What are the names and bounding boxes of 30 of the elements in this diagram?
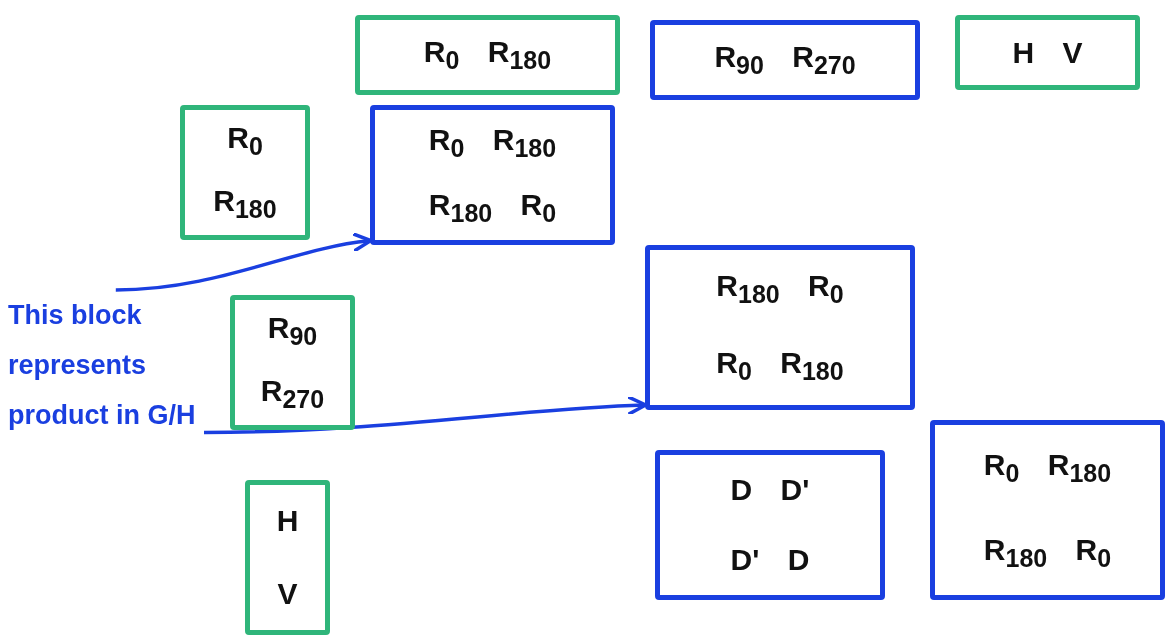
element-text: R$_{180}$ R$_{0}$ [428,187,557,228]
element-box [180,105,310,240]
element-box [930,420,1165,600]
element-box [245,480,330,635]
element-text: R$_{0}$ R$_{180}$ [716,346,844,387]
element-box [955,15,1140,90]
element-box [355,15,620,95]
element-text: R$_{90}$ [267,311,318,352]
element-text: H [276,504,299,539]
element-text: V [277,576,298,611]
element-text: R$_{0}$ [227,121,263,162]
element-text: D' D [730,543,810,577]
element-text: R$_{0}$ R$_{180}$ [428,122,557,163]
element-text: H V [1012,35,1083,70]
element-text: R$_{180}$ R$_{0}$ [983,532,1112,573]
element-box [645,245,915,410]
arrow [115,232,373,292]
element-box [370,105,615,245]
element-text: R$_{90}$ R$_{270}$ [714,40,856,80]
element-text: R$_{0}$ R$_{180}$ [423,35,552,75]
element-text: R$_{180}$ R$_{0}$ [716,268,844,309]
element-box [230,295,355,430]
arrow [204,395,648,435]
element-text: R$_{270}$ [260,373,325,414]
element-box [650,20,920,100]
element-text: R$_{180}$ [213,183,277,224]
element-text: D D' [730,473,810,507]
element-text: R$_{0}$ R$_{180}$ [983,447,1112,488]
element-box [655,450,885,600]
note-text: This block represents product in G/H [8,290,204,440]
